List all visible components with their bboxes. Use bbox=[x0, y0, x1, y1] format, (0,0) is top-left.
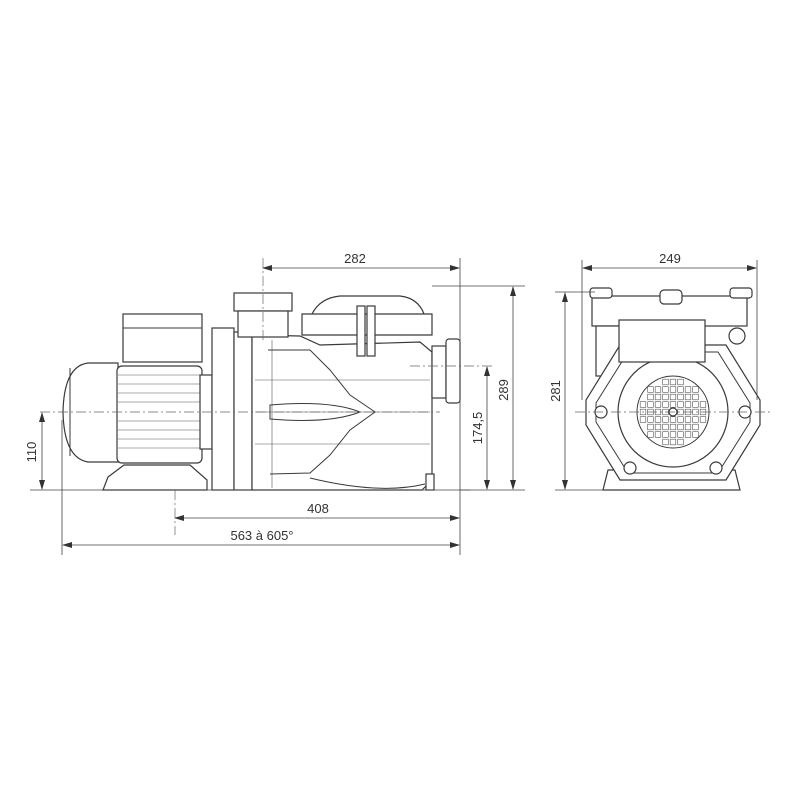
front-view bbox=[575, 287, 770, 491]
grille-slot bbox=[669, 423, 677, 431]
grille-slot bbox=[669, 416, 677, 423]
grille-slot bbox=[677, 393, 684, 401]
grille-slot bbox=[699, 416, 707, 423]
motor-flange bbox=[211, 327, 235, 491]
grille-slot bbox=[669, 431, 677, 438]
grille-slot bbox=[692, 431, 699, 438]
front-dimensions: 249 281 bbox=[548, 251, 758, 491]
grille-slot bbox=[692, 416, 699, 423]
front-terminal-box bbox=[618, 319, 706, 363]
grille-slot bbox=[677, 378, 684, 386]
grille-slot bbox=[699, 401, 707, 408]
bolt bbox=[623, 461, 637, 475]
side-dimensions: 282 110 174,5 289 408 563 à 605° bbox=[24, 251, 525, 555]
grille-slot bbox=[647, 416, 654, 423]
grille-slot bbox=[677, 438, 684, 446]
grille-slot bbox=[662, 416, 669, 423]
dim-289-label: 289 bbox=[496, 379, 511, 401]
grille-slot bbox=[662, 438, 669, 446]
grille-slot bbox=[677, 416, 684, 423]
grille-slot bbox=[639, 416, 647, 423]
grille-slot bbox=[692, 423, 699, 431]
grille-slot bbox=[677, 386, 684, 393]
side-view bbox=[40, 258, 495, 535]
motor-fan-cover bbox=[62, 362, 119, 463]
grille-slot bbox=[647, 431, 654, 438]
motor-fins bbox=[118, 374, 200, 449]
grille-slot bbox=[669, 401, 677, 408]
grille-slot bbox=[654, 386, 662, 393]
grille-slot bbox=[684, 431, 692, 438]
dim-174-5-label: 174,5 bbox=[470, 412, 485, 445]
grille-slot bbox=[677, 431, 684, 438]
grille-slot bbox=[669, 386, 677, 393]
grille-slot bbox=[647, 401, 654, 408]
bolt bbox=[709, 461, 723, 475]
grille-slot bbox=[684, 393, 692, 401]
grille-slot bbox=[639, 401, 647, 408]
grille-slot bbox=[692, 393, 699, 401]
grille-slot bbox=[684, 416, 692, 423]
grille-slot bbox=[654, 401, 662, 408]
grille-slot bbox=[684, 386, 692, 393]
grille-slot bbox=[647, 393, 654, 401]
grille-slot bbox=[669, 438, 677, 446]
grille-slot bbox=[647, 423, 654, 431]
pump-body bbox=[251, 334, 433, 491]
dim-110-label: 110 bbox=[24, 442, 39, 463]
grille-slot bbox=[677, 423, 684, 431]
motor-body bbox=[116, 365, 203, 464]
grille-slot bbox=[692, 386, 699, 393]
dim-282-label: 282 bbox=[344, 251, 366, 266]
grille-slot bbox=[669, 378, 677, 386]
grille-slot bbox=[662, 378, 669, 386]
grille-slot bbox=[654, 393, 662, 401]
grille-slot bbox=[662, 386, 669, 393]
terminal-box bbox=[122, 313, 203, 363]
grille-slot bbox=[662, 401, 669, 408]
grille-slot bbox=[654, 416, 662, 423]
dim-249-label: 249 bbox=[659, 251, 681, 266]
grille-slot bbox=[662, 393, 669, 401]
grille-slot bbox=[669, 393, 677, 401]
outlet-pipe bbox=[431, 345, 447, 399]
grille-slot bbox=[662, 431, 669, 438]
grille-slot bbox=[677, 401, 684, 408]
motor-base bbox=[102, 464, 208, 491]
lid-handle bbox=[356, 305, 366, 357]
fan-grille bbox=[639, 378, 707, 446]
grille-slot bbox=[654, 423, 662, 431]
dim-563-605-label: 563 à 605° bbox=[230, 528, 293, 543]
dim-408-label: 408 bbox=[307, 501, 329, 516]
grille-slot bbox=[684, 401, 692, 408]
grille-slot bbox=[662, 423, 669, 431]
grille-slot bbox=[654, 431, 662, 438]
grille-slot bbox=[684, 423, 692, 431]
grille-slot bbox=[692, 401, 699, 408]
grille-slot bbox=[639, 408, 647, 416]
dim-281-label: 281 bbox=[548, 380, 563, 402]
grille-slot bbox=[647, 386, 654, 393]
